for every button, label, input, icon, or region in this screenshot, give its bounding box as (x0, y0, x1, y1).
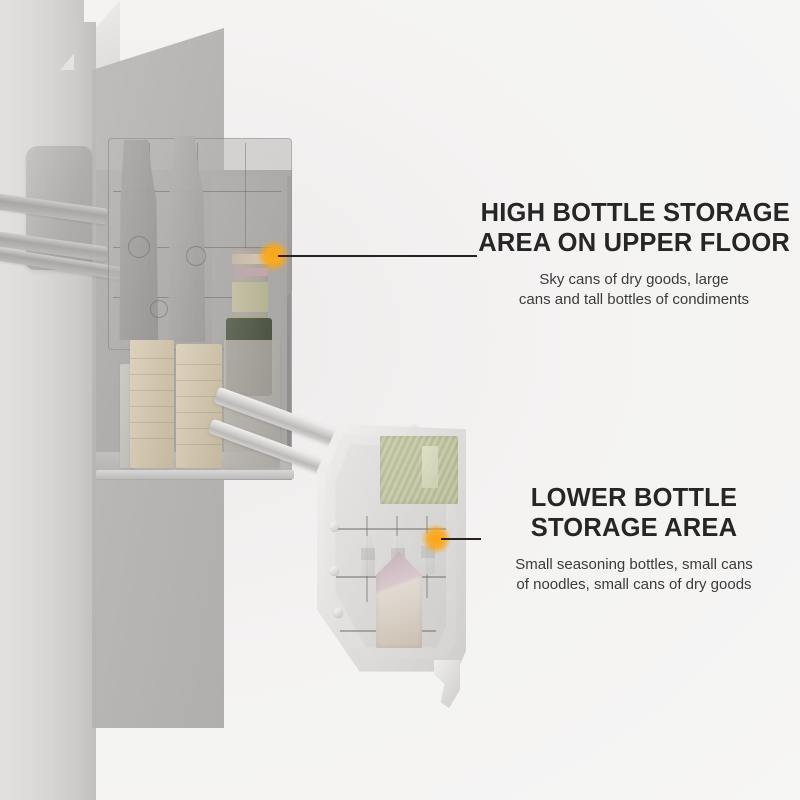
callout-lower-sub-line1: Small seasoning bottles, small cans (515, 556, 753, 574)
callout-lower-subtitle: Small seasoning bottles, small cans of n… (480, 555, 788, 596)
seasoning-bottle (361, 536, 375, 576)
cabinet-left-panel (0, 0, 84, 800)
callout-lower-title: LOWER BOTTLE STORAGE AREA (480, 483, 788, 543)
callout-upper-title: HIGH BOTTLE STORAGE AREA ON UPPER FLOOR (456, 198, 790, 258)
basket-clip (330, 566, 339, 575)
packet-noodles (380, 436, 458, 504)
wire-hoop (150, 300, 168, 318)
callout-upper-subtitle: Sky cans of dry goods, large cans and ta… (456, 270, 790, 311)
wire-hoop (128, 236, 150, 258)
seasoning-bottle-label (361, 548, 375, 560)
callout-lower-title-line2: STORAGE AREA (530, 514, 738, 543)
callout-upper-title-line1: HIGH BOTTLE STORAGE (480, 199, 790, 227)
callout-lower-title-line1: LOWER BOTTLE (530, 484, 738, 512)
bottle-label-band (232, 268, 268, 276)
wire-hoop (186, 246, 206, 266)
bottle-label-band (232, 254, 268, 264)
tall-bottle-right (168, 136, 206, 342)
basket-clip (330, 522, 339, 531)
cabinet-right-edge (287, 176, 291, 476)
cabinet-base-rail (96, 470, 294, 479)
wire-upright (245, 143, 246, 313)
callout-leader-line-upper (278, 255, 477, 257)
callout-upper: HIGH BOTTLE STORAGE AREA ON UPPER FLOOR … (456, 198, 790, 311)
carton-left (130, 340, 174, 468)
carton-right (176, 344, 222, 468)
basket-clip (334, 608, 343, 617)
lower-pullout-basket (314, 424, 466, 708)
callout-upper-title-line2: AREA ON UPPER FLOOR (478, 229, 790, 258)
callout-upper-sub-line2: cans and tall bottles of condiments (518, 291, 750, 309)
callout-marker-upper (267, 250, 278, 261)
basket-divider-rail (338, 528, 446, 530)
packet-dry-goods (376, 552, 422, 648)
callout-upper-sub-line1: Sky cans of dry goods, large (539, 271, 729, 289)
callout-lower: LOWER BOTTLE STORAGE AREA Small seasonin… (480, 483, 788, 596)
packet-tab (422, 446, 438, 488)
callout-leader-line-lower (441, 538, 481, 540)
callout-lower-sub-line2: of noodles, small cans of dry goods (516, 576, 752, 594)
bottle-label-band (232, 282, 268, 312)
callout-marker-lower (431, 534, 441, 544)
